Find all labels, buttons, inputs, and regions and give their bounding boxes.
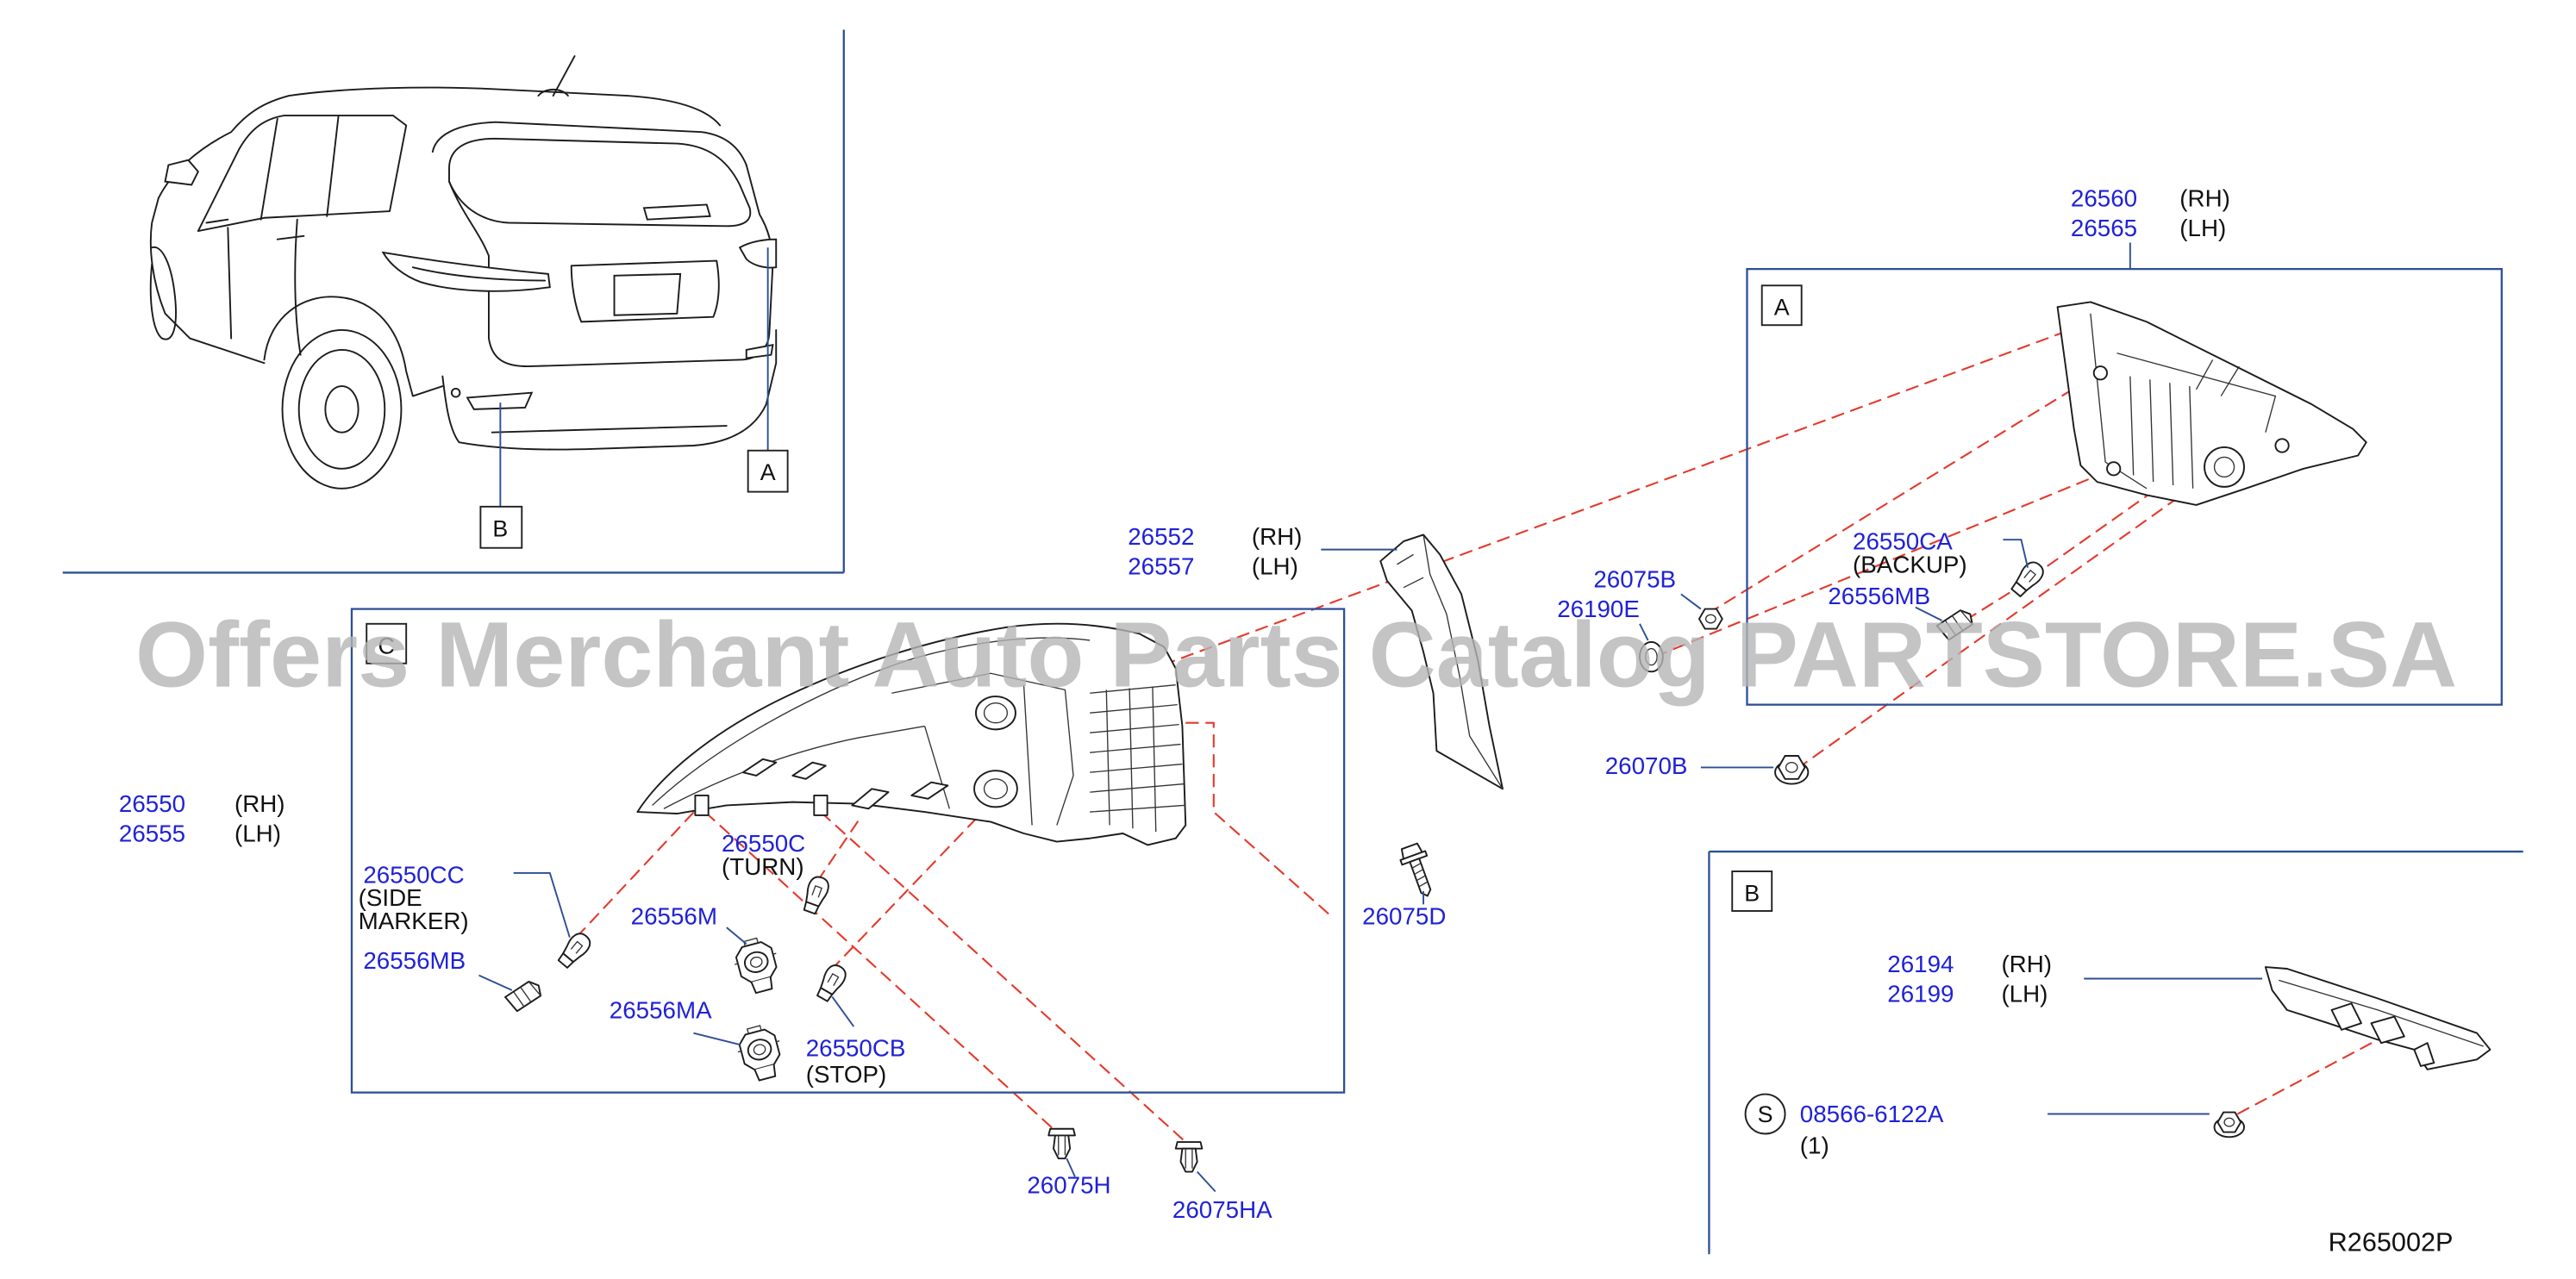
standard-part-symbol-letter: S: [1758, 1101, 1773, 1127]
clip-26075h-icon: [1047, 1127, 1076, 1160]
callout-b-box[interactable]: [479, 505, 523, 549]
part-number-26550cb[interactable]: 26550CB: [806, 1035, 906, 1062]
view-b-label-box: [1731, 870, 1773, 912]
side-marker-socket-icon: [503, 977, 546, 1014]
standard-part-symbol: [1744, 1093, 1786, 1135]
turn-socket-icon: [728, 933, 786, 998]
view-c-label-box: [366, 622, 408, 664]
side-label-lh: (LH): [234, 820, 281, 847]
detail-view-c: C 26550C: [350, 608, 1346, 1094]
rear-combination-lamp-callout: 26550 (RH) 26555 (LH): [119, 790, 285, 846]
vehicle-overview: A B: [62, 29, 845, 574]
assembly-guide-lines: [575, 332, 2379, 1143]
part-number-26550[interactable]: 26550: [119, 790, 185, 817]
nut-26070b-icon: [1774, 755, 1810, 785]
part-number-26550c[interactable]: 26550C: [722, 830, 805, 857]
part-number-26075b[interactable]: 26075B: [1593, 566, 1676, 593]
part-number-26552[interactable]: 26552: [1128, 523, 1194, 550]
view-a-frame: [1746, 267, 2503, 706]
part-number-26190e[interactable]: 26190E: [1557, 596, 1640, 622]
part-number-26070b[interactable]: 26070B: [1605, 752, 1688, 779]
callout-a-box[interactable]: [747, 449, 789, 493]
finisher-side-lh: (LH): [1252, 552, 1298, 579]
part-number-26075ha[interactable]: 26075HA: [1172, 1196, 1272, 1223]
part-number-26556ma[interactable]: 26556MA: [610, 996, 712, 1023]
part-number-26556mb-a[interactable]: 26556MB: [1828, 583, 1930, 609]
stop-socket-icon: [732, 1020, 790, 1085]
part-number-08566-6122a[interactable]: 08566-6122A: [1800, 1101, 1944, 1127]
part-number-26550ca[interactable]: 26550CA: [1853, 528, 1953, 555]
side-marker-note-line2: MARKER): [359, 908, 469, 934]
view-a-side-rh: (RH): [2179, 184, 2230, 211]
inner-lamp-drawing: [2056, 301, 2367, 506]
view-b-side-rh: (RH): [2001, 951, 2052, 977]
watermark: Offers Merchant Auto Parts Catalog PARTS…: [135, 603, 2457, 707]
finisher-side-rh: (RH): [1252, 523, 1303, 550]
screw-08566-icon: [2213, 1111, 2245, 1139]
part-number-26565[interactable]: 26565: [2071, 215, 2137, 241]
bolt-26075d-icon: [1399, 842, 1432, 897]
finisher-drawing: [1379, 533, 1504, 790]
side-label-rh: (RH): [234, 790, 285, 817]
view-a-label: A: [1774, 295, 1790, 321]
vehicle-illustration: [149, 55, 778, 490]
backup-note: (BACKUP): [1853, 551, 1967, 577]
part-number-26556m[interactable]: 26556M: [631, 902, 717, 929]
detail-view-b: B 26194 (RH) 26199 (LH) S 08566-6122A (1…: [1708, 850, 2523, 1255]
finisher: 26552 (RH) 26557 (LH): [1128, 523, 1504, 790]
stop-bulb-icon: [813, 961, 850, 1004]
part-number-26075h[interactable]: 26075H: [1027, 1171, 1110, 1198]
stop-note: (STOP): [806, 1061, 887, 1088]
part-number-26556mb-c[interactable]: 26556MB: [363, 947, 466, 974]
side-marker-bulb-icon: [554, 928, 595, 971]
clip-26075ha-icon: [1174, 1141, 1204, 1173]
turn-note: (TURN): [722, 853, 804, 880]
view-a-side-lh: (LH): [2179, 215, 2226, 241]
grommet-26190e-icon: [1639, 640, 1664, 673]
part-number-26194[interactable]: 26194: [1887, 951, 1954, 977]
turn-bulb-icon: [799, 873, 833, 916]
view-a-label-box: [1760, 284, 1803, 327]
part-number-26557[interactable]: 26557: [1128, 552, 1194, 579]
part-number-26560[interactable]: 26560: [2071, 184, 2137, 211]
screw-quantity: (1): [1800, 1132, 1829, 1158]
view-c-frame: [350, 608, 1346, 1094]
detail-view-a: A 26560 (RH) 26565 (LH) 26550CA (BACKUP)…: [1746, 184, 2503, 706]
callout-b-label[interactable]: B: [492, 515, 508, 541]
part-number-26550cc[interactable]: 26550CC: [363, 861, 464, 888]
view-b-label: B: [1744, 881, 1760, 907]
rear-combination-lamp-drawing: [636, 622, 1187, 846]
fasteners: 26075D 26075H 26075HA 26075B 26190E 2607…: [1027, 566, 1810, 1223]
part-number-26199[interactable]: 26199: [1887, 980, 1954, 1007]
part-number-26075d[interactable]: 26075D: [1362, 902, 1446, 929]
view-b-side-lh: (LH): [2001, 980, 2048, 1007]
part-number-26555[interactable]: 26555: [119, 820, 185, 847]
view-c-label: C: [378, 633, 395, 658]
rear-reflex-reflector-drawing: [2264, 966, 2492, 1070]
diagram-reference-code: R265002P: [2329, 1227, 2454, 1257]
side-marker-note-line1: (SIDE: [359, 884, 422, 911]
callout-a-label[interactable]: A: [760, 459, 776, 485]
